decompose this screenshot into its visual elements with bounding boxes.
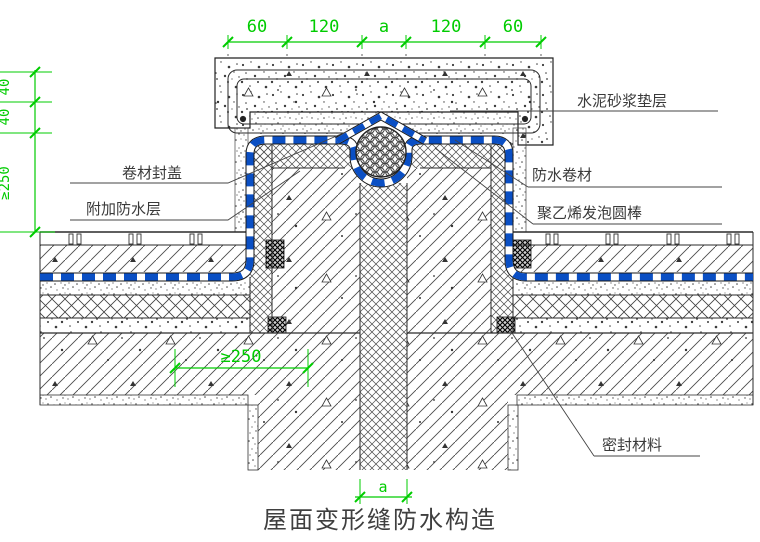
dim-bottom-a: a [378,478,387,496]
structure-slab-walls [39,333,754,471]
waterproof-membrane-path [40,111,753,282]
annotation-texts: 卷材封盖 附加防水层 水泥砂浆垫层 防水卷材 聚乙烯发泡圆棒 密封材料 [86,92,667,454]
dim-left-250: ≥250 [0,166,13,200]
paver-joint-marks [68,233,740,245]
label-foam-rod: 聚乙烯发泡圆棒 [537,205,642,222]
label-waterproof-membrane: 防水卷材 [532,167,592,184]
leader-lines [70,110,722,457]
dim-mid-250: ≥250 [221,347,262,367]
foam-rod [355,126,407,178]
dimension-texts: 60 120 a 120 60 40 40 ≥250 ≥250 a [0,17,523,496]
dimension-lines [0,35,547,504]
joint-curbs [250,142,513,333]
dim-top-60-left: 60 [247,17,267,37]
dim-top-a: a [379,17,389,37]
dim-left-40b: 40 [0,109,13,126]
label-membrane-cover: 卷材封盖 [122,165,182,182]
dim-top-60-right: 60 [503,17,523,37]
label-cement-mortar: 水泥砂浆垫层 [577,92,667,110]
label-additional-waterproof: 附加防水层 [86,201,161,218]
dim-top-120-left: 120 [309,17,340,37]
drawing-outlines [39,145,754,470]
label-sealant: 密封材料 [602,437,662,454]
drawing-title: 屋面变形缝防水构造 [263,507,497,534]
dim-top-120-right: 120 [431,17,462,37]
roof-layers [40,245,753,333]
dim-left-40a: 40 [0,79,13,96]
tick-dots [227,54,542,56]
joint-gap-filler [360,183,407,470]
